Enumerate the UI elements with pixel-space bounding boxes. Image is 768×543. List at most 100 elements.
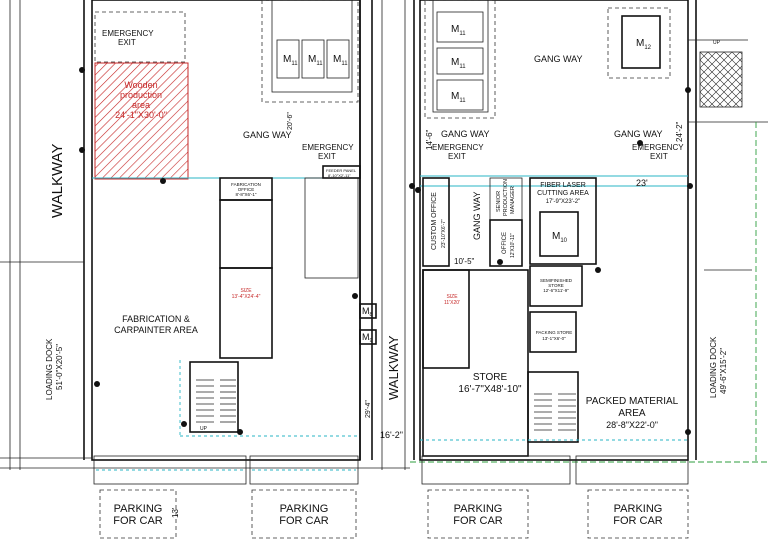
packed-material-l2: AREA — [618, 408, 646, 419]
dim-16-2: 16'-2" — [380, 430, 403, 440]
fab-office-l1: FABRICATION — [231, 182, 261, 187]
planting-strip-right-2 — [575, 455, 689, 485]
walkway-label-mid: WALKWAY — [386, 335, 401, 400]
feeder-panel-l1: FEEDER PANEL — [326, 168, 357, 173]
semi-store-l3: 12'-6"X11'-9" — [543, 288, 569, 293]
planting-strip-right-1 — [421, 455, 571, 485]
office-l2: 12'X10'-11" — [510, 233, 516, 258]
fabrication-area-l2: CARPAINTER AREA — [114, 325, 198, 335]
dim-20-6: 20'-6" — [287, 112, 294, 130]
m10-label: M10 — [552, 231, 568, 244]
fabrication-area-l1: FABRICATION & — [122, 314, 190, 324]
emergency-exit-r1-l2: EXIT — [448, 152, 466, 161]
m9-label: M9 — [362, 332, 373, 344]
parking-left-2 — [251, 489, 357, 539]
custom-office — [422, 177, 450, 267]
left-stair — [189, 361, 239, 433]
loading-dock-left-l2: 51'-0"X20'-5" — [55, 344, 64, 390]
parking-left-1 — [99, 489, 177, 539]
wooden-area-l3: area — [132, 100, 150, 110]
fiber-laser-l3: 17'-9"X23'-2" — [546, 199, 581, 205]
office-room — [489, 219, 523, 267]
right-building-outline — [419, 0, 689, 461]
packing-store-l1: PACKING STORE — [536, 330, 573, 335]
machine-m11-3 — [326, 39, 350, 79]
custom-office-l2: 23'-10"X6'-7" — [441, 219, 447, 248]
planting-strip-left-2 — [249, 455, 359, 485]
emergency-exit-mid-l2: EXIT — [318, 152, 336, 161]
emergency-exit-top-l2: EXIT — [118, 38, 136, 47]
semi-store — [529, 265, 583, 307]
m12-label: M12 — [636, 38, 652, 51]
right-building — [409, 0, 768, 539]
m11-left-1: M11 — [283, 54, 298, 67]
store-l2: 16'-7"X48'-10" — [458, 384, 522, 395]
size-room-left — [219, 199, 273, 269]
gang-way-right-2: GANG WAY — [614, 129, 663, 139]
wooden-area-l2: production — [120, 90, 162, 100]
m11-right-1: M11 — [451, 24, 466, 37]
custom-office-l1: CUSTOM OFFICE — [431, 192, 438, 250]
gang-way-right-1: GANG WAY — [441, 129, 490, 139]
parking-right-1-l1: PARKING — [454, 503, 503, 515]
packing-store — [529, 311, 577, 353]
machine-m11-r1 — [436, 11, 484, 43]
parking-left-1-l2: FOR CAR — [113, 515, 163, 527]
loading-dock-right-l2: 49'-6"X15'-2" — [719, 348, 728, 394]
semi-store-l1: SEMIFINISHED — [540, 278, 573, 283]
right-stair — [527, 371, 579, 443]
wooden-area-l1: Wooden — [124, 80, 157, 90]
m11-right-2: M11 — [451, 57, 466, 70]
gang-way-top-right: GANG WAY — [534, 54, 583, 64]
semi-store-l2: STORE — [548, 283, 563, 288]
feeder-panel — [322, 165, 361, 179]
machine-m9 — [359, 329, 377, 345]
machine-m10 — [539, 211, 579, 257]
dim-24-2: 24'-2" — [675, 121, 684, 142]
emergency-exit-r2-l2: EXIT — [650, 152, 668, 161]
gang-way-left: GANG WAY — [243, 130, 292, 140]
dim-23: 23' — [636, 178, 648, 188]
right-ramp — [699, 51, 743, 108]
wooden-production-area — [94, 62, 189, 180]
left-building — [0, 0, 410, 539]
senior-manager-l3: MANAGER — [510, 186, 516, 214]
m11-right-3: M11 — [451, 91, 466, 104]
emergency-exit-r2-l1: EMERGENCY — [632, 143, 684, 152]
wooden-area-l4: 24'-1"X30'-0" — [115, 110, 167, 120]
dim-29-4: 29'-4" — [365, 400, 372, 418]
store-room — [422, 269, 529, 457]
parking-right-1 — [427, 489, 529, 539]
fiber-laser-l2: CUTTING AREA — [537, 190, 589, 197]
senior-manager-l2: PRODUCTION — [503, 179, 509, 216]
machine-m11-r2 — [436, 47, 484, 75]
size-room-right-l1: SIZE — [446, 294, 458, 300]
dim-13: 13' — [171, 507, 180, 518]
parking-right-2-l2: FOR CAR — [613, 515, 663, 527]
walkway-label-left: WALKWAY — [49, 144, 66, 218]
emergency-exit-r1-l1: EMERGENCY — [432, 143, 484, 152]
parking-left-1-l1: PARKING — [114, 503, 163, 515]
parking-right-1-l2: FOR CAR — [453, 515, 503, 527]
parking-left-2-l2: FOR CAR — [279, 515, 329, 527]
fab-office-l2: OFFICE — [238, 187, 255, 192]
up-label-right: UP — [713, 40, 721, 46]
machine-m11-r3 — [436, 79, 484, 111]
packing-store-l2: 13'-1"X6'-0" — [542, 336, 566, 341]
size-room-left-l1: SIZE — [240, 288, 252, 294]
packed-material-l3: 28'-8"X22'-0" — [606, 420, 658, 430]
parking-right-2-l1: PARKING — [614, 503, 663, 515]
loading-dock-left-l1: LOADING DOCK — [45, 338, 54, 400]
store-l1: STORE — [473, 372, 508, 383]
size-room-right — [422, 269, 470, 369]
machine-m11-2 — [301, 39, 325, 79]
parking-right-2 — [587, 489, 689, 539]
dim-14-6: 14'-6" — [425, 129, 434, 150]
packed-material-l1: PACKED MATERIAL — [586, 396, 679, 407]
gang-way-vertical: GANG WAY — [472, 191, 482, 240]
emergency-exit-mid-l1: EMERGENCY — [302, 143, 354, 152]
fiber-laser-l1: FIBER LASER — [540, 182, 586, 189]
loading-dock-right-l1: LOADING DOCK — [709, 336, 718, 398]
dim-10-5: 10'-5" — [454, 257, 475, 266]
